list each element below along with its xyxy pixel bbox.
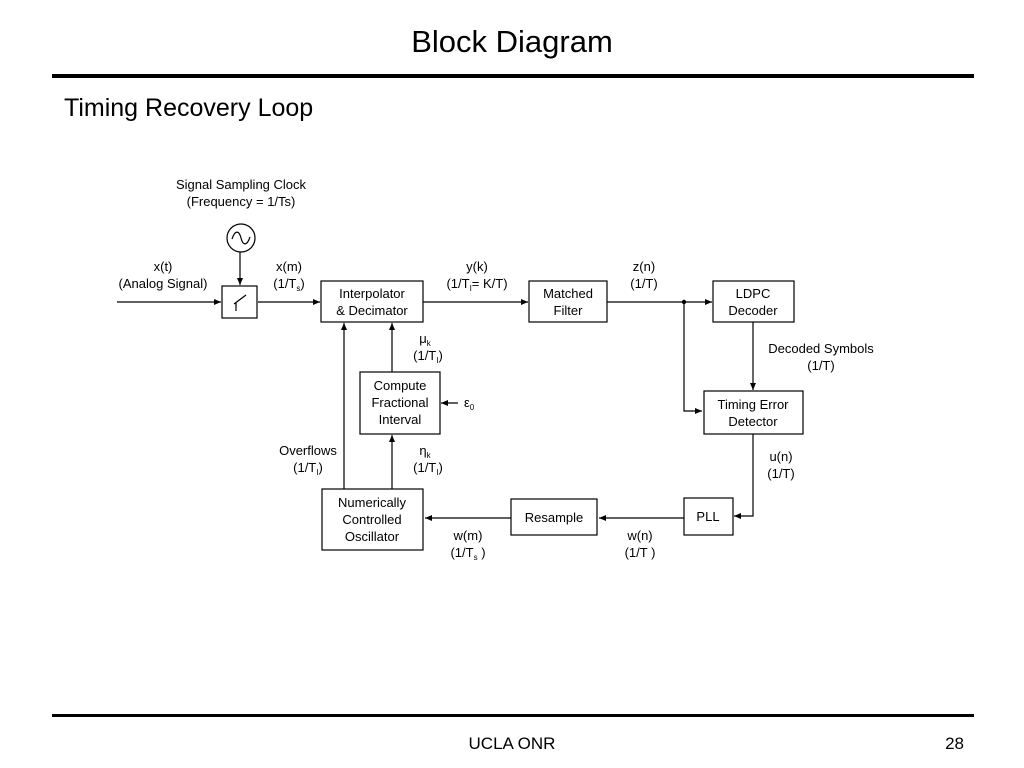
decoded-symbols-rate: (1/T) [807,358,834,373]
compute-fractional-interval-block [359,371,441,435]
page-number: 28 [945,734,964,753]
wm-label: w(m) [453,528,483,543]
yk-rate: (1/TI= K/T) [446,276,507,293]
pll-block [683,497,734,536]
interpolator-label-line2: & Decimator [336,303,408,318]
eta-label: ηk [419,443,431,460]
decoded-symbols-label: Decoded Symbols [768,341,874,356]
mu-label: μk [419,331,432,348]
nco-block [321,488,424,551]
clock-label-line1: Signal Sampling Clock [176,177,307,192]
slide-title: Block Diagram [411,24,613,59]
xm-label: x(m) [276,259,302,274]
footer-text: UCLA ONR [468,734,556,753]
nco-label-line2: Controlled [342,512,401,527]
wn-rate: (1/T ) [625,545,656,560]
yk-label: y(k) [466,259,488,274]
xt-sublabel: (Analog Signal) [119,276,208,291]
ted-label-line1: Timing Error [717,397,789,412]
timing-error-detector-block [703,390,804,435]
sine-oscillator-icon [226,223,256,253]
eta-rate: (1/TI) [413,460,443,477]
wn-label: w(n) [626,528,652,543]
ldpc-label-line1: LDPC [736,286,771,301]
overflows-label: Overflows [279,443,337,458]
mu-rate: (1/TI) [413,348,443,365]
wm-rate: (1/Ts ) [450,545,485,562]
resample-label: Resample [525,510,584,525]
ldpc-label-line2: Decoder [728,303,778,318]
slide-subtitle: Timing Recovery Loop [64,94,314,122]
un-rate: (1/T) [767,466,794,481]
timing-recovery-diagram: Signal Sampling Clock (Frequency = 1/Ts)… [117,177,874,562]
compute-label-line3: Interval [379,412,422,427]
ted-label-line2: Detector [728,414,778,429]
nco-label-line3: Oscillator [345,529,400,544]
pll-label: PLL [696,509,719,524]
matched-filter-label-line2: Filter [554,303,584,318]
compute-label-line2: Fractional [371,395,428,410]
xm-rate: (1/Ts) [273,276,304,293]
interpolator-decimator-block [320,280,424,323]
un-to-pll-arrow [734,434,754,519]
resample-block [510,498,598,536]
compute-label-line1: Compute [374,378,427,393]
matched-filter-label-line1: Matched [543,286,593,301]
ldpc-decoder-block [712,280,795,323]
nco-label-line1: Numerically [338,495,406,510]
zn-rate: (1/T) [630,276,657,291]
title-divider [52,74,974,78]
overflows-rate: (1/TI) [293,460,323,477]
footer-divider [52,714,974,717]
zn-label: z(n) [633,259,655,274]
xt-label: x(t) [154,259,173,274]
interpolator-label-line1: Interpolator [339,286,405,301]
un-label: u(n) [769,449,792,464]
clock-label-line2: (Frequency = 1/Ts) [187,194,296,209]
zn-to-ted-arrow [683,302,702,414]
epsilon-label: ε0 [464,395,475,412]
sampler-switch-icon [221,285,258,319]
